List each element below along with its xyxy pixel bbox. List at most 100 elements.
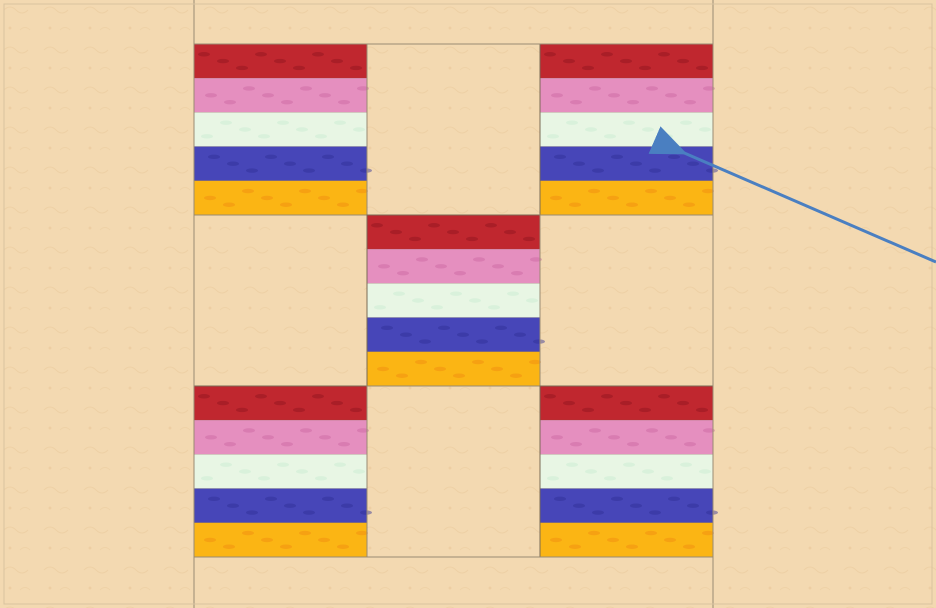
- stripe-texture: [661, 134, 673, 138]
- stripe-texture: [262, 435, 274, 439]
- stripe-texture: [322, 155, 334, 159]
- stripe-texture: [604, 134, 616, 138]
- stripe-texture: [544, 52, 556, 56]
- stripe-mint-batik: [194, 454, 367, 488]
- stripe-texture: [224, 442, 236, 446]
- stripe-texture: [201, 134, 213, 138]
- stripe-texture: [702, 189, 714, 193]
- stripe-texture: [350, 66, 362, 70]
- stripe-texture: [208, 155, 220, 159]
- stripe-texture: [319, 435, 331, 439]
- stripe-texture: [393, 291, 405, 295]
- stripe-texture: [303, 510, 315, 514]
- strip-block: [540, 44, 718, 215]
- strip-block: [194, 44, 372, 215]
- stripe-texture: [360, 510, 372, 514]
- stripe-texture: [510, 374, 522, 378]
- stripe-texture: [601, 52, 613, 56]
- stripe-texture: [601, 394, 613, 398]
- stripe-texture: [533, 339, 545, 343]
- stripe-texture: [457, 333, 469, 337]
- stripe-texture: [554, 155, 566, 159]
- stripe-texture: [684, 442, 696, 446]
- stripe-texture: [397, 271, 409, 275]
- stripe-texture: [454, 271, 466, 275]
- stripe-texture: [495, 326, 507, 330]
- stripe-texture: [658, 394, 670, 398]
- stripe-texture: [699, 127, 711, 131]
- stripe-texture: [683, 545, 695, 549]
- stripe-texture: [428, 223, 440, 227]
- stripe-pink-batik: [540, 78, 713, 112]
- stripe-texture: [466, 237, 478, 241]
- stripe-texture: [198, 394, 210, 398]
- stripe-texture: [356, 531, 368, 535]
- stripe-texture: [239, 127, 251, 131]
- stripe-texture: [223, 545, 235, 549]
- stripe-texture: [246, 510, 258, 514]
- stripe-texture: [381, 326, 393, 330]
- stripe-texture: [296, 469, 308, 473]
- stripe-texture: [551, 435, 563, 439]
- stripe-texture: [623, 462, 635, 466]
- stripe-texture: [236, 66, 248, 70]
- stripe-texture: [514, 333, 526, 337]
- strip-block: [194, 386, 372, 557]
- stripe-texture: [360, 168, 372, 172]
- stripe-mint-batik: [540, 112, 713, 146]
- stripe-texture: [582, 408, 594, 412]
- stripe-texture: [627, 442, 639, 446]
- stripe-texture: [507, 291, 519, 295]
- stripe-texture: [338, 100, 350, 104]
- stripe-texture: [353, 469, 365, 473]
- stripe-texture: [677, 401, 689, 405]
- stripe-texture: [265, 155, 277, 159]
- stripe-texture: [242, 189, 254, 193]
- strip-block: [367, 215, 545, 386]
- stripe-texture: [706, 510, 718, 514]
- stripe-texture: [453, 374, 465, 378]
- stripe-texture: [318, 196, 330, 200]
- stripe-texture: [706, 168, 718, 172]
- stripe-texture: [416, 257, 428, 261]
- stripe-texture: [687, 162, 699, 166]
- stripe-texture: [626, 203, 638, 207]
- stripe-texture: [281, 100, 293, 104]
- stripe-texture: [412, 298, 424, 302]
- stripe-texture: [699, 469, 711, 473]
- stripe-texture: [547, 476, 559, 480]
- stripe-mint-batik: [367, 283, 540, 317]
- stripe-texture: [504, 230, 516, 234]
- stripe-texture: [312, 52, 324, 56]
- stripe-texture: [277, 120, 289, 124]
- stripe-texture: [665, 435, 677, 439]
- stripe-texture: [356, 189, 368, 193]
- stripe-texture: [415, 360, 427, 364]
- stripe-texture: [485, 223, 497, 227]
- stripe-texture: [296, 127, 308, 131]
- stripe-texture: [217, 59, 229, 63]
- stripe-texture: [243, 428, 255, 432]
- stripe-texture: [551, 93, 563, 97]
- stripe-texture: [661, 476, 673, 480]
- stripe-texture: [627, 100, 639, 104]
- stripe-texture: [204, 538, 216, 542]
- stripe-yellow-orange-batik: [540, 523, 713, 557]
- stripe-texture: [623, 120, 635, 124]
- stripe-texture: [431, 305, 443, 309]
- stripe-texture: [554, 497, 566, 501]
- stripe-texture: [607, 538, 619, 542]
- stripe-texture: [274, 401, 286, 405]
- stripe-texture: [523, 237, 535, 241]
- stripe-texture: [573, 162, 585, 166]
- stripe-texture: [322, 497, 334, 501]
- stripe-texture: [469, 298, 481, 302]
- stripe-texture: [242, 531, 254, 535]
- stripe-texture: [220, 462, 232, 466]
- stripe-texture: [204, 196, 216, 200]
- stripe-texture: [400, 333, 412, 337]
- stripe-yellow-orange-batik: [540, 181, 713, 215]
- stripe-texture: [664, 196, 676, 200]
- stripe-texture: [318, 538, 330, 542]
